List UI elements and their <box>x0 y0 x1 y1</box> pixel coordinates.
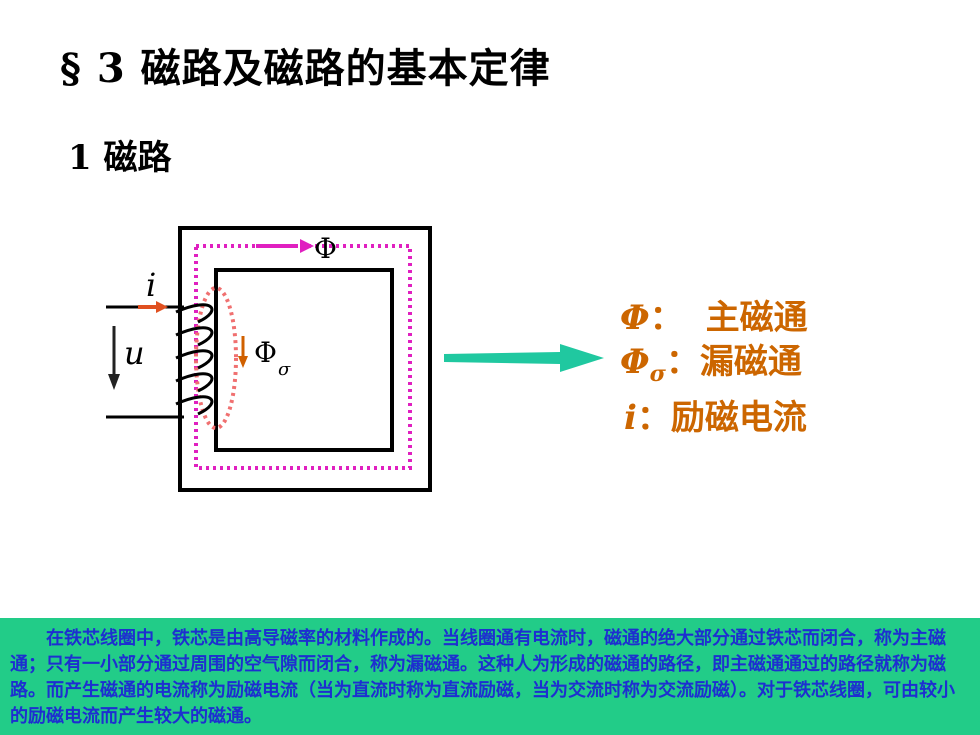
legend-row-leakage-flux: Φσ：漏磁通 <box>620 340 808 396</box>
leakage-flux-path <box>194 286 238 430</box>
phi-sigma-label: Φ <box>254 336 277 369</box>
legend-text: 励磁电流 <box>670 398 807 438</box>
legend-text: 主磁通 <box>705 298 808 338</box>
legend: Φ：主磁通 Φσ：漏磁通 i：励磁电流 <box>620 296 808 440</box>
legend-symbol: i <box>624 398 637 438</box>
explanation-box: 在铁芯线圈中，铁芯是由高导磁率的材料作成的。当线圈通有电流时，磁通的绝大部分通过… <box>0 618 980 735</box>
legend-text: 漏磁通 <box>699 342 802 382</box>
leakage-flux-arrowhead <box>238 356 248 368</box>
current-arrowhead <box>156 301 168 313</box>
legend-row-main-flux: Φ： 主磁通 <box>620 296 808 340</box>
current-label: i <box>146 266 156 304</box>
section-heading: 1 磁路 <box>68 138 172 178</box>
legend-sep: ： <box>636 398 671 438</box>
core-inner <box>214 268 394 452</box>
sigma-subscript: σ <box>278 359 291 380</box>
legend-sep: ： <box>649 298 684 338</box>
legend-symbol: Φ <box>620 298 650 338</box>
voltage-label: u <box>124 334 145 372</box>
legend-subscript: σ <box>649 361 666 387</box>
voltage-arrowhead <box>108 374 120 390</box>
magnetic-circuit-diagram: Φ Φ σ i u <box>106 226 604 492</box>
legend-symbol: Φ <box>620 342 650 382</box>
coil-windings <box>175 303 214 416</box>
main-flux-arrowhead <box>300 239 314 253</box>
phi-label: Φ <box>314 232 337 265</box>
core-outer <box>178 226 432 492</box>
main-flux-path <box>194 244 412 470</box>
slide-title: § 3 磁路及磁路的基本定律 <box>60 45 551 92</box>
legend-sep: ： <box>665 342 700 382</box>
legend-row-excitation-current: i：励磁电流 <box>620 396 808 440</box>
big-arrow <box>444 344 604 372</box>
